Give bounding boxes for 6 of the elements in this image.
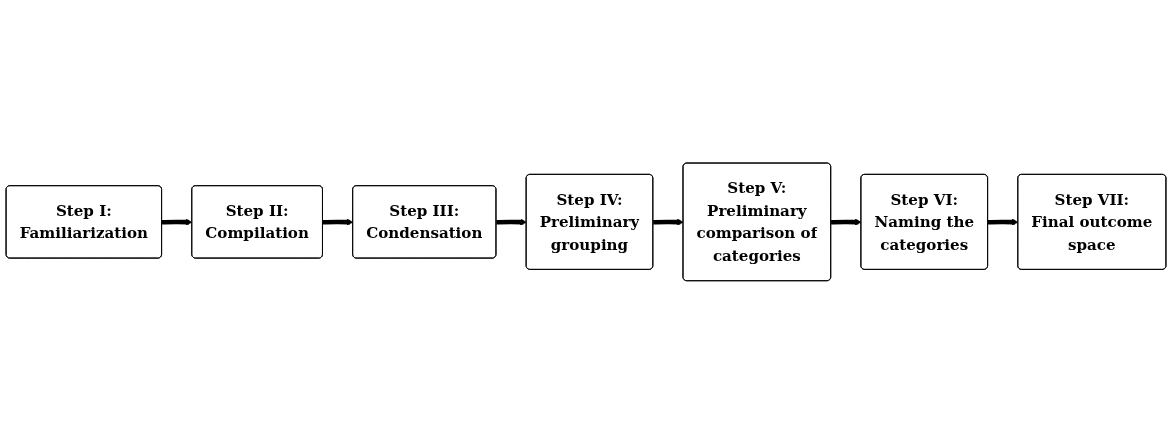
arrow [161, 218, 193, 226]
arrow [987, 218, 1019, 226]
arrow [831, 218, 862, 226]
arrow [653, 218, 684, 226]
arrow [496, 218, 527, 226]
arrow [322, 218, 354, 226]
